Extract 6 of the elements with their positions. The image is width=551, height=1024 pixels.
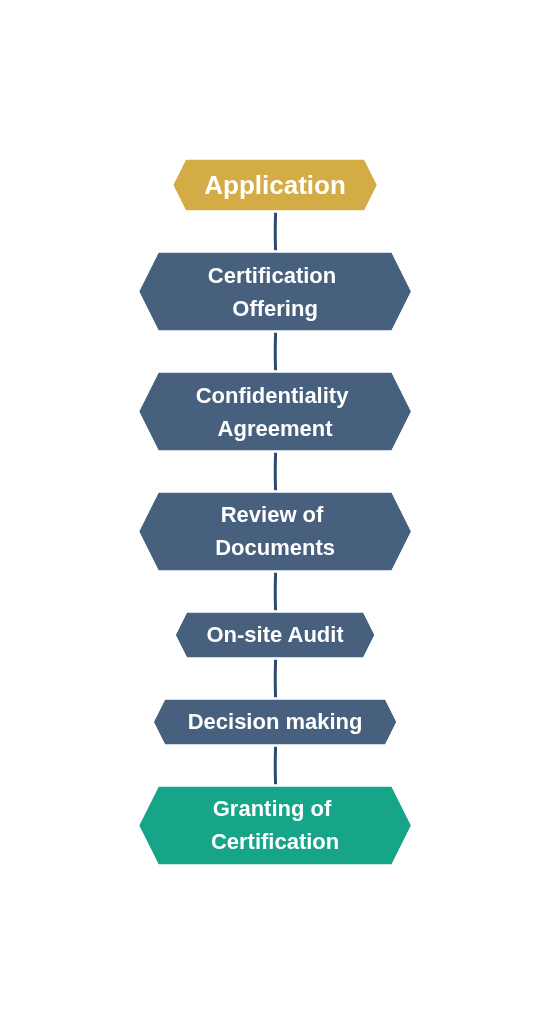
connector — [274, 571, 278, 613]
connector — [274, 331, 278, 373]
connector — [274, 451, 278, 493]
connector — [274, 658, 278, 700]
connector — [274, 211, 278, 253]
connector — [274, 745, 278, 787]
